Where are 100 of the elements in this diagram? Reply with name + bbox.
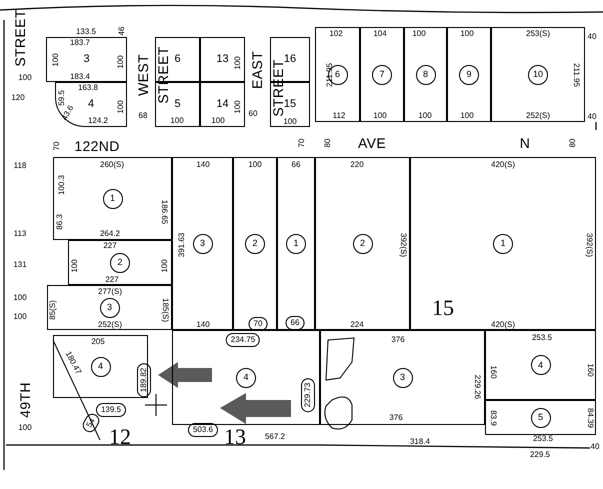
dimension-label: 80 [324,138,332,148]
dimension-label: 186.65 [160,200,168,224]
dimension-label: 124.2 [88,117,108,125]
dimension-label: 118 [14,162,26,170]
dimension-label: 68 [138,112,148,120]
dimension-label: 40 [588,113,596,121]
block-number: 12 [109,426,131,448]
parcel [320,330,485,425]
block-number: 15 [432,297,454,319]
dimension-label: 567.2 [264,433,286,441]
parcel [485,400,596,435]
dimension-label: 264.2 [100,230,120,238]
circled-dimension: 189.82 [137,362,151,398]
dimension-label: 83.9 [489,410,497,426]
dimension-label: 229.5 [530,451,550,459]
dimension-label: 185(S) [161,298,169,322]
dimension-label: 80 [569,138,577,148]
dimension-label: 100 [18,424,32,432]
dimension-label: 100 [71,259,79,273]
dimension-label: 100 [412,30,426,38]
dimension-label: 100 [283,118,297,126]
parcel [172,157,233,330]
dimension-label: 40 [588,33,596,41]
dimension-label: 59.5 [58,90,66,106]
dimension-label: 100 [211,117,225,125]
dimension-label: 100 [460,30,474,38]
dimension-label: 318.4 [410,438,430,446]
circled-dimension: 229.73 [301,378,315,412]
circled-dimension: 139.5 [96,403,126,417]
dimension-label: 420(S) [491,321,515,329]
dimension-label: 100 [13,313,27,321]
dimension-label: 260(S) [100,161,124,169]
dimension-label: 100 [117,100,125,114]
parcel [277,157,315,330]
dimension-label: 392(S) [585,233,593,257]
parcel [315,27,360,122]
dimension-label: 100 [234,56,242,70]
dimension-label: 100 [248,161,262,169]
dimension-label: 102 [329,30,343,38]
dimension-label: 277(S) [98,288,122,296]
dimension-label: 224 [350,321,364,329]
dimension-label: 376 [391,336,405,344]
dimension-label: 70 [53,142,61,150]
dimension-label: 131 [13,261,27,269]
street-name: STREET [271,59,285,117]
dimension-label: 100 [373,112,387,120]
dimension-label: 391.63 [178,232,186,258]
circled-dimension: 234.75 [226,333,260,347]
dimension-label: 220 [350,161,364,169]
dimension-label: 120 [11,94,25,102]
dimension-label: 205 [91,338,105,346]
dimension-label: 100 [52,53,60,67]
parcel [404,27,447,122]
dimension-label: 392(S) [399,233,407,257]
dimension-label: 160 [586,363,594,377]
parcel [491,27,585,122]
parcel [447,27,491,122]
dimension-label: 163.8 [78,84,98,92]
dimension-label: 100 [161,259,169,273]
dimension-label: 112 [332,112,346,120]
dimension-label: 420(S) [491,161,515,169]
dimension-label: 183.7 [70,39,90,47]
dimension-label: 160 [489,365,497,379]
dimension-label: 253.5 [532,334,552,342]
dimension-label: 60 [248,110,258,118]
dimension-label: 46 [118,26,126,36]
dimension-label: 253(S) [526,30,550,38]
dimension-label: 100 [117,55,125,69]
parcel [360,27,404,122]
dimension-label: 100 [18,74,32,82]
circled-dimension: 66 [286,316,304,330]
dimension-label: 66 [292,161,300,169]
circled-dimension: 503.6 [188,423,218,437]
street-name: 122ND [74,139,120,153]
street-name: STREET [156,46,170,104]
dimension-label: 253.5 [532,435,554,443]
dimension-label: 100 [170,117,184,125]
dimension-label: 70 [298,138,306,148]
dimension-label: 100 [13,294,27,302]
street-name: AVE [358,136,386,150]
dimension-label: 227 [103,242,117,250]
dimension-label: 140 [196,161,210,169]
dimension-label: 84.39 [586,408,594,428]
block-number: 13 [224,426,246,448]
parcel [172,330,320,425]
dimension-label: 252(S) [526,112,550,120]
dimension-label: 229.26 [473,374,481,400]
parcel [233,157,277,330]
circled-dimension: 70 [248,317,268,331]
dimension-label: 100 [418,112,432,120]
parcel [47,285,172,330]
parcel [53,335,148,398]
dimension-label: 183.4 [70,73,90,81]
dimension-label: 100 [460,112,474,120]
dimension-label: 100 [234,100,242,114]
parcel [68,240,172,285]
dimension-label: 100.3 [58,174,66,196]
dimension-label: 85(S) [49,300,57,320]
street-name: N [520,136,530,150]
street-name: 49TH [18,382,32,418]
